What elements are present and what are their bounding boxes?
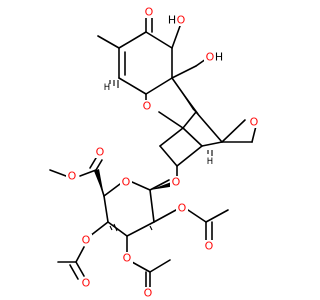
- atom-h-stereo-right: H: [207, 157, 213, 167]
- bond: [131, 261, 151, 273]
- wedge-bond: [172, 78, 199, 114]
- bond: [182, 111, 197, 129]
- hash-bond: [149, 225, 153, 231]
- bond: [118, 77, 147, 95]
- atom-o-ketone: O: [145, 6, 154, 19]
- bond: [176, 145, 203, 167]
- bond: [149, 259, 171, 273]
- bond: [221, 119, 246, 143]
- bond: [159, 145, 178, 167]
- atom-h-hydroxymethyl: H: [215, 51, 223, 64]
- bond: [126, 221, 155, 237]
- atom-h-hydroxyl: H: [168, 14, 176, 27]
- atom-o-ester-methoxy: O: [68, 170, 77, 183]
- bond: [103, 183, 121, 197]
- atom-o-acetyl-bottom-link: O: [123, 252, 132, 265]
- atom-label-layer: O O H O H O H H O O O O O O O O O O O: [66, 6, 260, 300]
- bond: [158, 111, 184, 129]
- bond: [107, 221, 128, 237]
- bond: [89, 157, 97, 169]
- bond: [251, 125, 257, 143]
- bond: [75, 261, 85, 277]
- bond: [49, 169, 67, 177]
- atom-o-hydroxyl: O: [177, 14, 186, 27]
- atom-o-acetyl-left-link: O: [82, 234, 91, 247]
- molecule-structure-diagram: O O H O H O H H O O O O O O O O O O O: [49, 6, 260, 300]
- bond: [79, 169, 97, 177]
- atom-o-glycoside: O: [172, 176, 181, 189]
- bond: [201, 141, 223, 147]
- bond: [103, 195, 109, 223]
- atom-o-acetyl-right-carbonyl: O: [205, 240, 214, 253]
- bond: [89, 221, 109, 237]
- bond: [75, 246, 85, 263]
- atom-h-stereo-left: H: [104, 83, 110, 93]
- bond: [171, 25, 181, 49]
- hash-layer: [109, 80, 213, 232]
- wedge-bond: [150, 181, 176, 190]
- wedge-layer: [94, 78, 199, 196]
- bond: [97, 35, 120, 49]
- bond: [182, 127, 203, 147]
- atom-o-ester-carbonyl: O: [96, 146, 105, 159]
- bond: [149, 189, 155, 223]
- bond: [195, 111, 223, 143]
- bond: [149, 179, 170, 191]
- bond: [95, 159, 103, 171]
- bond: [153, 209, 177, 223]
- wedge-bond: [94, 169, 104, 196]
- bond-layer: [49, 15, 257, 291]
- bond: [145, 31, 173, 49]
- hash-bond: [113, 223, 118, 232]
- bond: [187, 209, 207, 223]
- bond: [145, 77, 173, 95]
- bond: [118, 31, 147, 49]
- atom-o-acetyl-right-link: O: [178, 202, 187, 215]
- atom-o-acetyl-bottom-carbonyl: O: [144, 287, 153, 300]
- hash-bond: [109, 225, 113, 231]
- atom-o-hydroxymethyl: O: [206, 51, 215, 64]
- bond: [159, 127, 184, 147]
- bond: [171, 65, 197, 79]
- atom-o-epoxide: O: [250, 116, 259, 129]
- bond: [205, 209, 229, 223]
- bond: [69, 264, 79, 280]
- atom-o-ring: O: [143, 100, 152, 113]
- atom-o-acetyl-left-carbonyl: O: [82, 277, 91, 290]
- atom-o-pyranose: O: [122, 176, 131, 189]
- bond: [131, 181, 151, 191]
